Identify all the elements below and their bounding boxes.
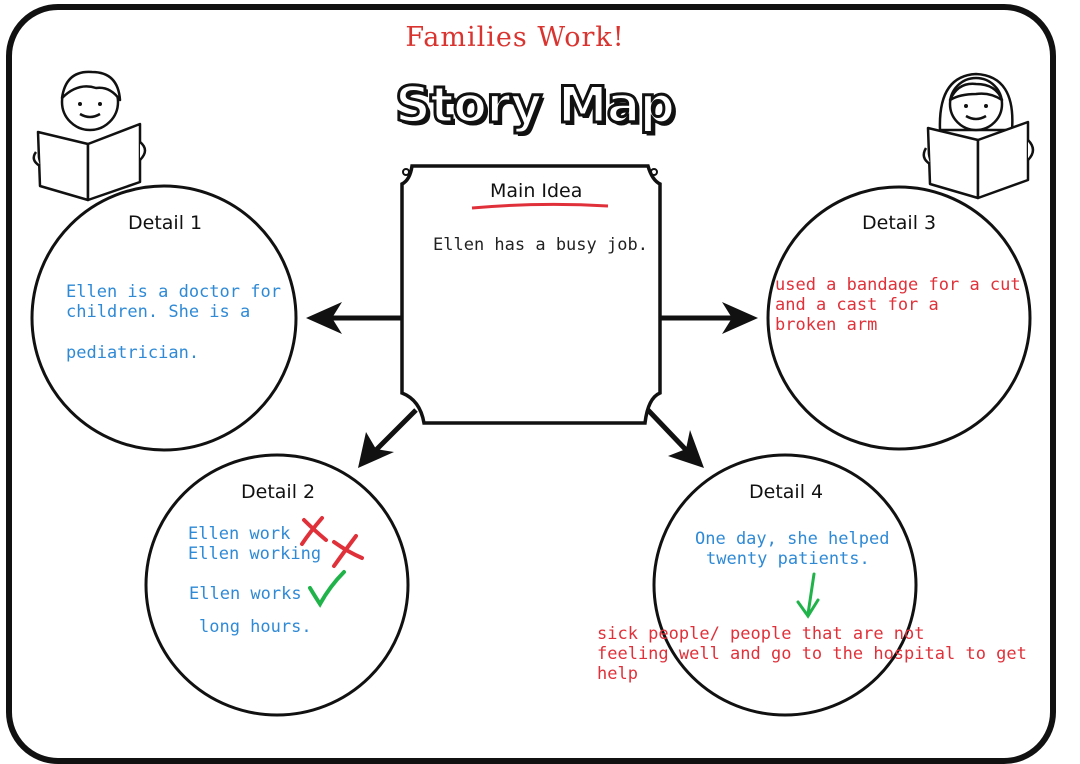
detail3-line: and a cast for a — [775, 295, 939, 315]
detail2-wrong-answer: Ellen work — [188, 524, 291, 544]
detail4-circle — [652, 453, 918, 717]
main-idea-underline — [471, 202, 609, 210]
detail3-line: broken arm — [775, 315, 878, 335]
detail4-label: Detail 4 — [749, 481, 824, 503]
worksheet-title: Families Work! — [405, 22, 625, 53]
detail2-correct-answer: Ellen works — [189, 584, 302, 604]
detail1-circle — [30, 184, 298, 452]
wrong-mark-icon — [332, 534, 364, 568]
arrow-to-detail3 — [660, 302, 758, 334]
boy-reading-icon — [32, 70, 147, 202]
arrow-to-detail1 — [306, 302, 402, 334]
detail2-wrong-answer: Ellen working — [188, 544, 322, 564]
detail2-line: long hours. — [199, 617, 312, 637]
detail1-line: children. She is a — [66, 302, 251, 322]
story-map-heading: Story Map — [393, 75, 676, 136]
detail4-note: help — [597, 664, 638, 684]
detail2-label: Detail 2 — [241, 481, 316, 503]
main-idea-frame — [400, 164, 662, 425]
detail4-line: twenty patients. — [706, 549, 870, 569]
girl-reading-icon — [922, 72, 1035, 200]
detail4-note: feeling well and go to the hospital to g… — [597, 644, 1027, 664]
check-mark-icon — [308, 570, 346, 608]
detail1-line: pediatrician. — [66, 343, 200, 363]
wrong-mark-icon — [300, 516, 328, 546]
detail2-circle — [144, 453, 410, 717]
check-mark-icon — [796, 572, 820, 619]
detail4-note: sick people/ people that are not — [597, 624, 925, 644]
detail1-label: Detail 1 — [128, 212, 203, 234]
main-idea-label: Main Idea — [490, 180, 583, 202]
arrow-to-detail4 — [646, 408, 704, 468]
main-idea-text: Ellen has a busy job. — [433, 235, 648, 255]
diagram-canvas — [30, 70, 1035, 717]
detail3-line: used a bandage for a cut — [775, 275, 1021, 295]
detail3-circle — [766, 185, 1032, 451]
detail4-line: One day, she helped — [695, 529, 890, 549]
arrow-to-detail2 — [358, 408, 418, 468]
detail1-line: Ellen is a doctor for — [66, 282, 281, 302]
detail3-label: Detail 3 — [862, 212, 937, 234]
